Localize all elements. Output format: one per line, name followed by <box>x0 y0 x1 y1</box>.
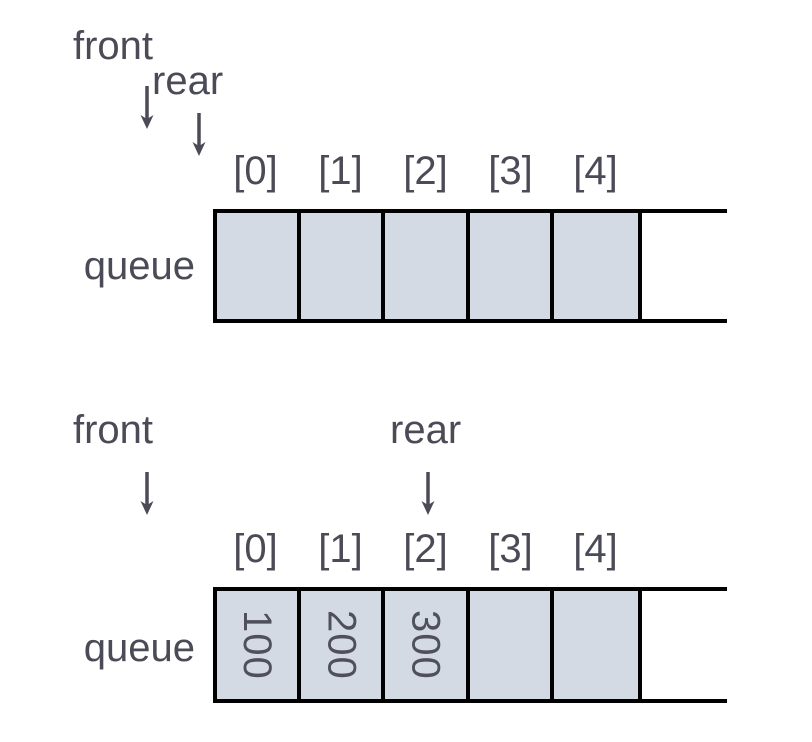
index-label-4: [4] <box>573 149 618 193</box>
index-label-4: [4] <box>573 527 618 571</box>
array-open-tail <box>638 209 727 323</box>
diagram-empty-queue: front rear [0] [1] [2] [3] [4] queue <box>73 24 727 323</box>
rear-pointer-arrow <box>187 113 211 157</box>
rear-pointer-arrow-2 <box>416 472 440 516</box>
index-header-row-2: [0] [1] [2] [3] [4] <box>213 526 643 572</box>
index-label-2: [2] <box>403 527 448 571</box>
index-label-1: [1] <box>318 527 363 571</box>
array-cells-2: 100 200 300 <box>213 587 642 703</box>
array-cell-4 <box>553 213 638 319</box>
array-cell-2 <box>385 213 470 319</box>
cell-value-2: 300 <box>403 610 448 680</box>
array-name-label: queue <box>83 244 195 288</box>
front-pointer-label-2: front <box>73 408 154 452</box>
cell-value-1: 200 <box>319 610 364 680</box>
index-label-3: [3] <box>488 527 533 571</box>
array-name-label-2: queue <box>83 626 195 670</box>
rear-pointer-label-2: rear <box>390 408 462 452</box>
front-pointer-label: front <box>73 24 154 68</box>
array-cell-1: 200 <box>301 591 386 699</box>
array-cell-3 <box>469 591 554 699</box>
rear-pointer-label: rear <box>152 59 224 103</box>
index-label-1: [1] <box>318 149 363 193</box>
array-cells <box>213 209 642 323</box>
array-cell-4 <box>553 591 638 699</box>
cell-value-0: 100 <box>235 610 280 680</box>
index-header-row: [0] [1] [2] [3] [4] <box>213 148 643 194</box>
diagram-queue-with-items: front rear [0] [1] [2] [3] [4] queue <box>0 390 812 742</box>
front-pointer-arrow-2 <box>135 472 159 516</box>
array-cell-3 <box>469 213 554 319</box>
queue-array <box>213 209 727 323</box>
index-label-0: [0] <box>233 149 278 193</box>
array-cell-2: 300 <box>385 591 470 699</box>
array-cell-1 <box>301 213 386 319</box>
queue-array-2: 100 200 300 <box>213 587 727 703</box>
index-label-0: [0] <box>233 527 278 571</box>
index-label-2: [2] <box>403 149 448 193</box>
array-cell-0 <box>217 213 302 319</box>
array-cell-0: 100 <box>217 591 302 699</box>
array-open-tail-2 <box>638 587 727 703</box>
index-label-3: [3] <box>488 149 533 193</box>
front-pointer-arrow <box>135 86 159 130</box>
